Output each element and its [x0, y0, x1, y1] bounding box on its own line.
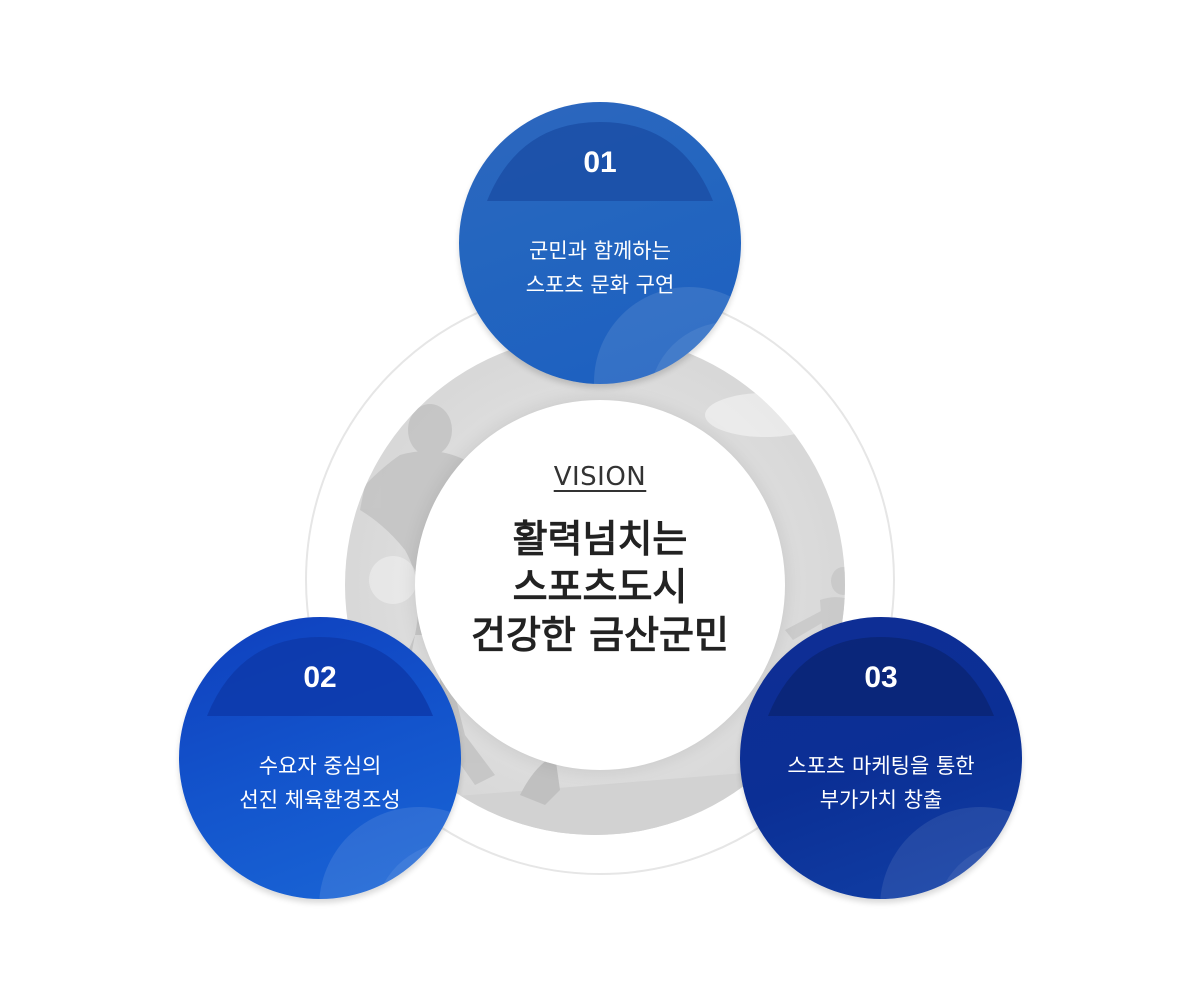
number-cap — [179, 617, 461, 717]
goal-description: 군민과 함께하는 스포츠 문화 구연 — [525, 239, 675, 297]
goal-description: 수요자 중심의 선진 체육환경조성 — [239, 754, 401, 812]
vision-line: 활력넘치는 — [512, 517, 688, 561]
goal-circle-01: 01 군민과 함께하는 스포츠 문화 구연 — [459, 102, 741, 384]
gloss-decoration — [880, 807, 1022, 899]
vision-label: VISION — [553, 462, 647, 492]
goal-number: 03 — [864, 661, 898, 694]
goal-circle-03: 03 스포츠 마케팅을 통한 부가가치 창출 — [740, 617, 1022, 899]
goal-description: 스포츠 마케팅을 통한 부가가치 창출 — [787, 754, 975, 812]
goal-circle-02: 02 수요자 중심의 선진 체육환경조성 — [179, 617, 461, 899]
gloss-decoration — [594, 287, 741, 384]
vision-line: 건강한 금산군민 — [471, 613, 729, 657]
number-cap — [740, 617, 1022, 717]
vision-line: 스포츠도시 — [512, 565, 688, 609]
goal-number: 01 — [583, 146, 617, 179]
gloss-decoration — [319, 807, 461, 899]
vision-statement: 활력넘치는 스포츠도시 건강한 금산군민 — [415, 515, 785, 659]
vision-center: VISION 활력넘치는 스포츠도시 건강한 금산군민 — [415, 400, 785, 770]
number-cap — [459, 102, 741, 202]
goal-number: 02 — [303, 661, 337, 694]
